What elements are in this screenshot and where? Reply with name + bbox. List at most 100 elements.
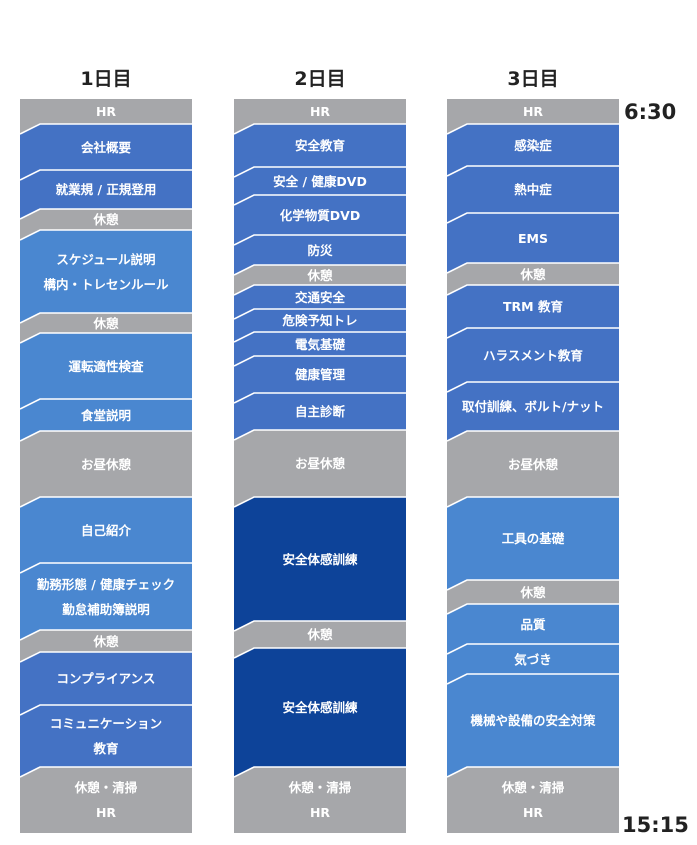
day-3-column: HR 感染症熱中症 EMS 休憩 TRM 教育ハラスメント教育取付訓練、ボルト/ナットお… [447,99,619,833]
block-label: HR [95,805,117,820]
schedule-block: 休憩 [447,580,619,604]
block-label: 感染症 [514,137,552,153]
block-label: お昼休憩 [294,456,345,471]
block-label: EMS [518,230,548,246]
schedule-block: 休憩・清掃 HR [447,767,619,833]
schedule-block: 健康管理 [234,356,406,393]
block-label: 取付訓練、ボルト/ナット [461,399,605,414]
block-label: 健康管理 [294,367,345,382]
block-label: 工具の基礎 [501,531,565,546]
block-label: 電気基礎 [294,336,345,352]
block-label: HR [309,104,331,119]
schedule-block: コミュニケーション教育 [20,705,192,767]
schedule-block: 休憩 [20,630,192,652]
block-label: TRM 教育 [503,299,563,314]
block-label: 休憩 [93,315,119,331]
block-label: HR [309,805,331,820]
schedule-block: EMS [447,213,619,263]
schedule-block: 休憩・清掃 HR [234,767,406,833]
start-time: 6:30 [624,100,677,124]
block-label: 熱中症 [514,182,552,197]
block-label: コンプライアンス [56,671,156,686]
schedule-block: コンプライアンス [20,652,192,705]
block-label: 品質 [520,616,546,632]
block-label: 安全体感訓練 [282,551,358,567]
block-label: お昼休憩 [507,456,558,472]
day-1-title: 1日目 [80,68,132,90]
schedule-block: TRM 教育 [447,285,619,328]
block-label: 安全 / 健康DVD [273,173,367,189]
block-label: 休憩 [520,584,546,600]
block-label: HR [522,104,544,119]
schedule-block: 危険予知トレ [234,309,406,332]
schedule-block: 気づき [447,644,619,674]
end-time: 15:15 [622,813,689,837]
schedule-block: 電気基礎 [234,332,406,356]
schedule-block: 交通安全 [234,285,406,309]
block-label: 休憩・清掃 [74,780,138,795]
schedule-block: 安全教育 [234,124,406,167]
schedule-block: お昼休憩 [234,430,406,497]
schedule-block: 運転適性検査 [20,333,192,399]
day-2-title: 2日目 [294,68,346,90]
schedule-block: 食堂説明 [20,399,192,431]
block-label: 気づき [514,651,552,667]
schedule-block: お昼休憩 [447,431,619,497]
schedule-block: 休憩 [234,265,406,285]
block-label: 自主診断 [294,404,345,419]
block-label: 休憩 [307,627,333,642]
schedule-block: 就業規 / 正規登用 [20,170,192,209]
block-label: 勤務形態 / 健康チェック [36,576,176,592]
schedule-block: 安全体感訓練 [234,497,406,621]
schedule-block: 休憩 [20,313,192,333]
schedule-block: HR [447,99,619,124]
block-label: 交通安全 [294,289,345,305]
block-label: コミュニケーション [49,716,163,731]
schedule-block: 会社概要 [20,124,192,170]
schedule-block: お昼休憩 [20,431,192,497]
day-3-title: 3日目 [507,68,559,90]
block-label: 食堂説明 [80,407,131,423]
schedule-block: 休憩 [234,621,406,648]
schedule-block: 熱中症 [447,166,619,213]
block-label: 運転適性検査 [68,358,144,374]
block-label: 休憩・清掃 [288,780,352,795]
block-label: お昼休憩 [80,456,131,472]
schedule-block: 化学物質DVD [234,195,406,235]
block-label: ハラスメント教育 [483,347,583,363]
schedule-block: 勤務形態 / 健康チェック勤怠補助簿説明 [20,563,192,630]
block-label: 教育 [93,741,119,756]
block-label: 安全体感訓練 [282,700,358,715]
block-label: 休憩 [520,266,546,282]
schedule-block: 取付訓練、ボルト/ナット [447,382,619,431]
schedule-block: HR [234,99,406,124]
block-label: 機械や設備の安全対策 [470,713,596,728]
schedule-block: 休憩・清掃 HR [20,767,192,833]
block-label: 休憩 [93,212,119,227]
block-label: 就業規 / 正規登用 [55,182,157,197]
schedule-block: 自主診断 [234,393,406,430]
schedule-block: 安全 / 健康DVD [234,167,406,195]
schedule-block: 感染症 [447,124,619,166]
block-label: 自己紹介 [80,522,131,538]
schedule-block: 品質 [447,604,619,644]
schedule-block: 休憩 [20,209,192,230]
block-label: HR [522,805,544,820]
schedule-block: 機械や設備の安全対策 [447,674,619,767]
schedule-block: 工具の基礎 [447,497,619,580]
block-label: 化学物質DVD [279,207,361,223]
block-label: 会社概要 [80,139,131,155]
block-label: 構内・トレセンルール [43,276,169,292]
block-label: 勤怠補助簿説明 [62,601,150,617]
schedule-block: スケジュール説明構内・トレセンルール [20,230,192,313]
block-label: 危険予知トレ [282,313,358,328]
block-label: 休憩・清掃 [501,780,565,795]
schedule-block: ハラスメント教育 [447,328,619,382]
schedule-block: 安全体感訓練 [234,648,406,767]
block-label: 防災 [307,242,333,258]
schedule-block: 自己紹介 [20,497,192,563]
block-label: スケジュール説明 [56,251,156,267]
block-label: 安全教育 [294,138,345,153]
